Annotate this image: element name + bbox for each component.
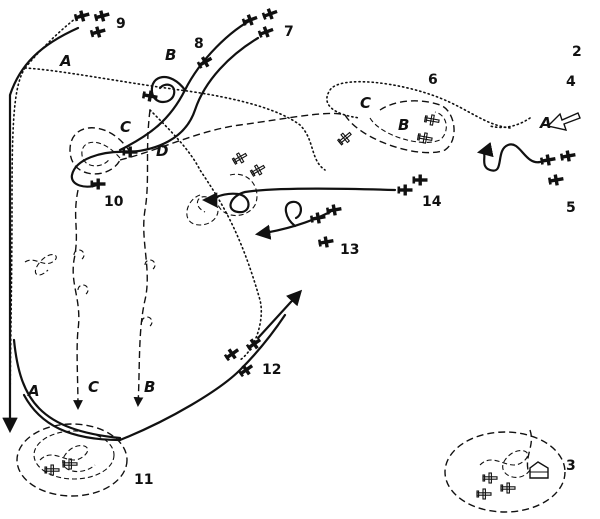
- label-8: 8: [194, 36, 204, 52]
- label-b-right: B: [398, 116, 409, 134]
- plane-icon-14b: [412, 174, 428, 186]
- plane-icon-7b: [261, 6, 279, 22]
- plane-icon-12a: [222, 345, 242, 363]
- plane-icon-5b: [559, 149, 577, 163]
- plane-icon-11a: [44, 464, 60, 476]
- flak-scribble-3: [479, 450, 531, 478]
- route-10-solid: [70, 150, 132, 188]
- label-4: 4: [566, 74, 576, 90]
- descent-loop-c2: [77, 284, 89, 295]
- route-c-circle: [69, 127, 131, 175]
- label-a-right: A: [539, 114, 552, 132]
- route-13-loop: [284, 200, 302, 228]
- plane-icon-c-center-b: [248, 161, 268, 179]
- route-a-solid-left: [2, 26, 80, 434]
- label-a-top: A: [59, 52, 72, 70]
- route-6-dashed-outer: [344, 100, 455, 154]
- descent-loop-c1: [73, 249, 85, 260]
- plane-icon-5c: [547, 173, 565, 187]
- center-spiral-solid: [201, 187, 397, 214]
- label-b-bottom: B: [144, 378, 155, 396]
- target-area-3: [444, 431, 566, 513]
- plane-icon-3b: [500, 482, 516, 494]
- label-12: 12: [262, 362, 281, 378]
- route-13-solid: [254, 210, 332, 240]
- route-a-solid-curve-2: [22, 393, 122, 442]
- plane-icon-3c: [476, 488, 492, 500]
- route-8-solid: [128, 36, 260, 154]
- label-3: 3: [566, 458, 576, 474]
- route-d-dashed: [119, 112, 346, 161]
- building-icon: [529, 461, 549, 479]
- target-area-11-inner: [33, 430, 115, 480]
- plane-icon-14a: [397, 184, 413, 196]
- route-b-loop: [150, 76, 187, 104]
- center-spiral-dash: [186, 194, 219, 226]
- plane-icon-9c: [89, 24, 107, 40]
- route-7-solid: [118, 16, 257, 152]
- plane-icon-9a: [73, 8, 91, 24]
- plane-icon-c-center-a: [230, 149, 250, 167]
- route-dotted-center: [149, 109, 263, 361]
- route-12-arrow: [256, 289, 303, 340]
- route-a-right-dotted: [489, 117, 531, 129]
- route-a-end-top: [24, 14, 81, 69]
- label-c-right: C: [360, 94, 371, 112]
- plane-icon-6c: [335, 129, 355, 147]
- route-a-dotted-main: [24, 67, 326, 171]
- plane-icon-13a: [309, 211, 327, 225]
- label-10: 10: [104, 194, 124, 210]
- plane-icon-9b: [93, 8, 111, 24]
- route-6-dotted: [326, 80, 511, 129]
- label-d: D: [156, 142, 168, 160]
- label-13: 13: [340, 242, 359, 258]
- open-arrow-4: [546, 112, 581, 131]
- flak-scribble-left: [24, 254, 57, 276]
- descent-loop-b2: [141, 316, 153, 327]
- target-area-11: [16, 423, 128, 497]
- label-11: 11: [134, 472, 153, 488]
- route-a-dotted-descent: [9, 67, 26, 431]
- plane-icon-13c: [317, 235, 335, 249]
- route-3-dashed: [526, 429, 533, 471]
- route-6-dashed-inner: [369, 111, 447, 143]
- plane-icon-5a: [539, 153, 557, 167]
- plane-icon-3a: [482, 472, 498, 484]
- route-5-curl: [476, 142, 542, 172]
- label-6: 6: [428, 72, 438, 88]
- label-9: 9: [116, 16, 126, 32]
- label-b-top: B: [165, 46, 176, 64]
- plane-icon-7c: [257, 24, 275, 40]
- route-b-descent: [133, 109, 151, 407]
- center-spiral-dash-2: [217, 173, 258, 217]
- label-7: 7: [284, 24, 294, 40]
- plane-icon-6a: [423, 113, 441, 127]
- label-5: 5: [566, 200, 576, 216]
- label-2: 2: [572, 44, 582, 60]
- plane-icon-13b: [325, 203, 343, 217]
- label-a-bottom: A: [27, 382, 40, 400]
- label-c-left: C: [120, 118, 131, 136]
- label-c-bottom: C: [88, 378, 99, 396]
- flak-scribble-11: [39, 445, 96, 473]
- route-c-inner: [81, 141, 121, 167]
- descent-loop-b1: [144, 259, 156, 270]
- label-14: 14: [422, 194, 442, 210]
- plane-icon-7a: [241, 12, 259, 28]
- route-c-descent: [72, 189, 83, 410]
- route-12-solid: [118, 313, 287, 442]
- plane-icon-10: [90, 178, 106, 190]
